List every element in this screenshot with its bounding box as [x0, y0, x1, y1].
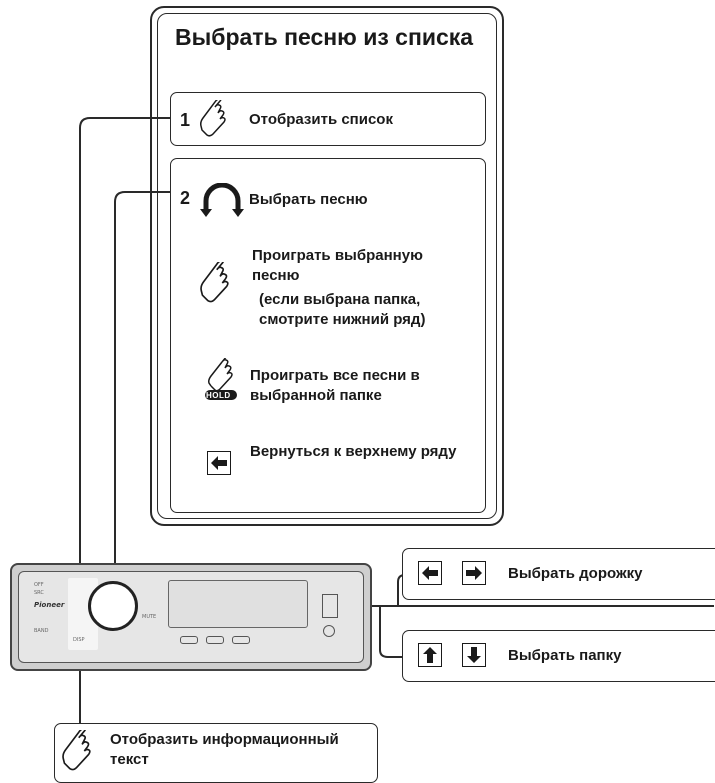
- leader-step1: [79, 117, 170, 598]
- panel-title: Выбрать песню из списка: [175, 24, 474, 50]
- info-callout-label: Отобразить информационный текст: [110, 731, 339, 768]
- action-play-selected-label: Проиграть выбранную песню: [252, 247, 423, 284]
- hold-label: HOLD: [206, 391, 231, 400]
- device-label-band: BAND: [34, 628, 49, 634]
- leader-folder: [379, 606, 402, 658]
- touch-icon: [198, 262, 240, 304]
- device-brand: Pioneer: [34, 601, 65, 609]
- touch-icon: [198, 100, 236, 138]
- device-label-mute: MUTE: [142, 614, 157, 620]
- instruction-panel-inner: [157, 13, 497, 519]
- volume-knob[interactable]: [88, 581, 138, 631]
- right-arrow-key-icon: [462, 561, 486, 585]
- rotate-icon: [200, 183, 244, 217]
- touch-icon: [60, 730, 102, 772]
- device-button-2[interactable]: [206, 636, 224, 644]
- device-button-3[interactable]: [232, 636, 250, 644]
- left-arrow-key-icon: [418, 561, 442, 585]
- action-back-label: Вернуться к верхнему ряду: [250, 443, 457, 460]
- step1-number: 1: [180, 110, 191, 130]
- device-display: [168, 580, 308, 628]
- folder-callout-box: [402, 630, 715, 682]
- touch-hold-icon: [205, 358, 245, 402]
- action-play-all-label: Проиграть все песни в выбранной папке: [250, 367, 420, 404]
- device-label-src: SRC: [34, 590, 44, 596]
- track-callout-box: [402, 548, 715, 600]
- device-label-disp: DISP: [73, 637, 85, 643]
- left-arrow-key-icon: [207, 451, 231, 475]
- track-callout-label: Выбрать дорожку: [508, 565, 643, 582]
- usb-port: [322, 594, 338, 618]
- leader-step2: [114, 191, 170, 582]
- action-play-selected-note: (если выбрана папка, смотрите нижний ряд…: [259, 291, 426, 328]
- step1-box: [170, 92, 486, 146]
- step2-number: 2: [180, 188, 191, 208]
- folder-callout-label: Выбрать папку: [508, 647, 622, 664]
- aux-jack: [323, 625, 335, 637]
- device-label-off: OFF: [34, 582, 44, 588]
- down-arrow-key-icon: [462, 643, 486, 667]
- device-button-1[interactable]: [180, 636, 198, 644]
- up-arrow-key-icon: [418, 643, 442, 667]
- step2-label: Выбрать песню: [249, 191, 368, 208]
- step1-label: Отобразить список: [249, 111, 393, 128]
- instruction-panel-outer: [150, 6, 504, 526]
